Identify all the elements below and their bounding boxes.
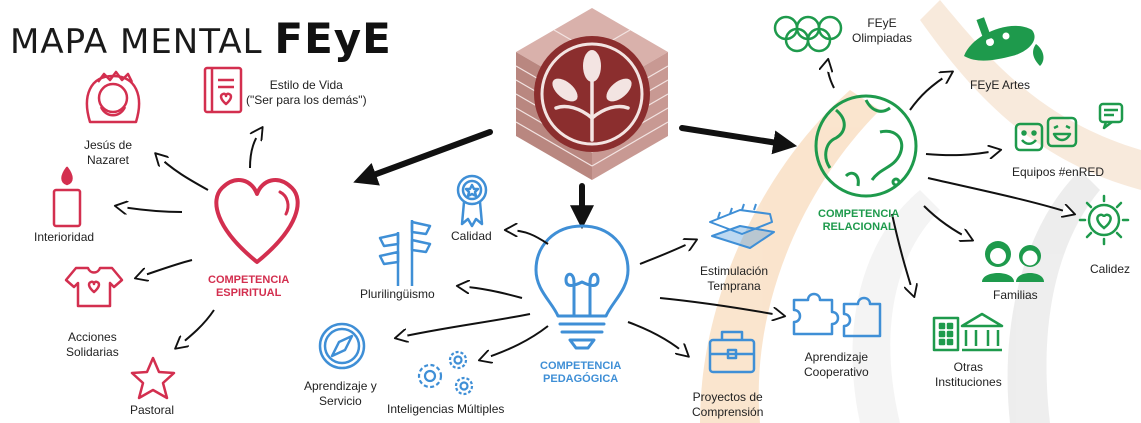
- estilo-label-line2: ("Ser para los demás"): [246, 93, 367, 107]
- jesus-label: Jesús de Nazaret: [84, 138, 132, 168]
- calidez-label: Calidez: [1090, 262, 1131, 276]
- stairs-icon: [709, 203, 775, 249]
- calidad-label: Calidad: [451, 229, 492, 243]
- competencia-relacional-line2: RELACIONAL: [822, 221, 895, 234]
- briefcase-icon: [708, 330, 756, 374]
- cooperativo-line1: Aprendizaje: [804, 350, 869, 364]
- aprendizaje-servicio-line1: Aprendizaje y: [304, 379, 377, 393]
- puzzle-icon: [792, 292, 882, 338]
- competencia-pedagogica-line1: COMPETENCIA: [540, 360, 622, 372]
- olympic-rings-icon: [773, 15, 843, 53]
- family-icon: [982, 241, 1044, 282]
- competencia-espiritual-line2: ESPIRITUAL: [215, 287, 282, 300]
- chat-faces-icon: [1014, 102, 1124, 152]
- background-swoosh-decoration: [700, 0, 1141, 423]
- otras-line1: Otras: [953, 360, 984, 374]
- jesus-icon: [85, 70, 141, 124]
- competencia-pedagogica-label: COMPETENCIA PEDAGÓGICA: [540, 360, 621, 386]
- jesus-label-line1: Jesús de: [84, 138, 133, 152]
- acciones-label-line2: Solidarias: [66, 345, 119, 359]
- otras-line2: Instituciones: [935, 375, 1002, 389]
- gears-icon: [417, 350, 474, 396]
- competencia-pedagogica-line2: PEDAGÓGICA: [543, 373, 619, 386]
- buildings-icon: [932, 312, 1004, 352]
- flags-icon: [378, 220, 432, 286]
- estilo-de-vida-label: Estilo de Vida ("Ser para los demás"): [246, 78, 367, 108]
- spiritual-arrows: [116, 128, 262, 348]
- feye-artes-label: FEyE Artes: [970, 78, 1031, 92]
- art-palette-icon: [964, 17, 1044, 66]
- olimpiadas-label: FEyE Olimpiadas: [852, 16, 912, 46]
- jesus-label-line2: Nazaret: [87, 153, 130, 167]
- aprendizaje-servicio-line2: Servicio: [319, 394, 362, 408]
- pastoral-label: Pastoral: [130, 403, 175, 417]
- globe-icon: [814, 94, 918, 198]
- pedagogical-arrows: [396, 230, 784, 360]
- heart-icon: [214, 178, 300, 264]
- estimulacion-line2: Temprana: [707, 279, 761, 293]
- candle-icon: [52, 166, 82, 228]
- competencia-relacional-label: COMPETENCIA RELACIONAL: [818, 208, 899, 234]
- cooperativo-line2: Cooperativo: [804, 365, 869, 379]
- title-text: MAPA MENTAL: [10, 22, 263, 62]
- estilo-label-line1: Estilo de Vida: [269, 78, 343, 92]
- star-icon: [130, 356, 176, 400]
- aprendizaje-cooperativo-label: Aprendizaje Cooperativo: [804, 350, 869, 380]
- sun-heart-icon: [1078, 194, 1130, 246]
- aprendizaje-servicio-label: Aprendizaje y Servicio: [304, 379, 377, 409]
- olimpiadas-line1: FEyE: [867, 16, 897, 30]
- equipos-enred-label: Equipos #enRED: [1012, 165, 1105, 179]
- inteligencias-multiples-label: Inteligencias Múltiples: [387, 402, 505, 416]
- estimulacion-temprana-label: Estimulación Temprana: [700, 264, 768, 294]
- competencia-espiritual-line1: COMPETENCIA: [208, 274, 290, 286]
- book-icon: [203, 66, 243, 114]
- title-brand: FEyE: [274, 14, 392, 63]
- olimpiadas-line2: Olimpiadas: [852, 31, 913, 45]
- page-title: MAPA MENTAL FEyE: [10, 14, 392, 63]
- lightbulb-icon: [534, 224, 630, 350]
- competencia-relacional-line1: COMPETENCIA: [818, 208, 900, 220]
- otras-instituciones-label: Otras Instituciones: [935, 360, 1002, 390]
- relational-arrows: [827, 60, 1074, 296]
- acciones-label-line1: Acciones: [68, 330, 117, 344]
- compass-icon: [318, 322, 366, 370]
- estimulacion-line1: Estimulación: [700, 264, 769, 278]
- proyectos-comprension-label: Proyectos de Comprensión: [692, 390, 763, 420]
- proyectos-line2: Comprensión: [692, 405, 764, 419]
- proyectos-line1: Proyectos de: [692, 390, 763, 404]
- familias-label: Familias: [993, 288, 1038, 302]
- tshirt-icon: [64, 266, 124, 308]
- main-arrows: [353, 125, 798, 230]
- interioridad-label: Interioridad: [34, 230, 95, 244]
- acciones-solidarias-label: Acciones Solidarias: [66, 330, 119, 360]
- plurilinguismo-label: Plurilingüismo: [360, 287, 435, 301]
- competencia-espiritual-label: COMPETENCIA ESPIRITUAL: [208, 274, 289, 300]
- badge-icon: [456, 174, 488, 228]
- feye-logo-cube-icon: [515, 8, 669, 180]
